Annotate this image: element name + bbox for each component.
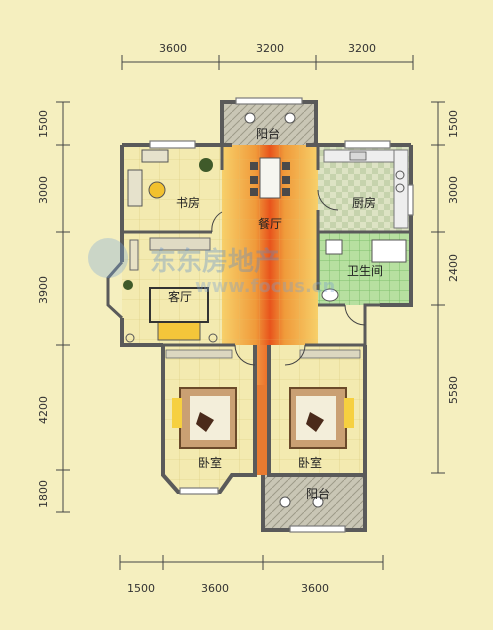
dim-left-5: 1800 xyxy=(37,480,50,508)
dim-bottom-1: 1500 xyxy=(127,582,155,595)
dim-bottom-3: 3600 xyxy=(301,582,329,595)
room-label-balcony-top: 阳台 xyxy=(256,126,280,141)
dining-table xyxy=(259,157,281,199)
dim-right-4: 5580 xyxy=(447,376,460,404)
dim-left-4: 4200 xyxy=(37,396,50,424)
dim-top-2: 3200 xyxy=(256,42,284,55)
dim-right-2: 3000 xyxy=(447,176,460,204)
dimension-lines xyxy=(56,55,445,570)
watermark-url: www.focus.cn xyxy=(195,276,335,297)
plant-icon xyxy=(199,158,213,172)
dim-left-1: 1500 xyxy=(37,110,50,138)
room-label-bedroom-left: 卧室 xyxy=(198,455,222,470)
dim-bottom-2: 3600 xyxy=(201,582,229,595)
windows xyxy=(149,97,414,533)
plant-icon-2 xyxy=(123,280,133,290)
dim-top-1: 3600 xyxy=(159,42,187,55)
room-label-bathroom: 卫生间 xyxy=(347,264,383,278)
room-label-dining: 餐厅 xyxy=(258,216,282,231)
watermark-logo-icon xyxy=(88,238,128,278)
dim-right-1: 1500 xyxy=(447,110,460,138)
dim-top-3: 3200 xyxy=(348,42,376,55)
furniture xyxy=(123,112,409,508)
room-label-balcony-bottom: 阳台 xyxy=(306,486,330,501)
dim-left-2: 3000 xyxy=(37,176,50,204)
room-label-study: 书房 xyxy=(176,195,200,210)
watermark-cn: 东东房地产 xyxy=(150,246,280,277)
sofa-icon xyxy=(157,321,201,341)
chair-icon xyxy=(244,112,256,124)
watermark: 东东房地产 www.focus.cn xyxy=(88,238,335,297)
doors xyxy=(211,189,366,366)
room-label-living: 客厅 xyxy=(168,289,192,304)
dim-left-3: 3900 xyxy=(37,276,50,304)
room-label-kitchen: 厨房 xyxy=(352,195,376,210)
study-chair-icon xyxy=(148,181,166,199)
room-label-bedroom-right: 卧室 xyxy=(298,455,322,470)
dim-right-3: 2400 xyxy=(447,254,460,282)
stove-icon xyxy=(395,170,405,180)
bathtub-icon xyxy=(371,239,407,263)
toilet-icon xyxy=(321,288,339,302)
